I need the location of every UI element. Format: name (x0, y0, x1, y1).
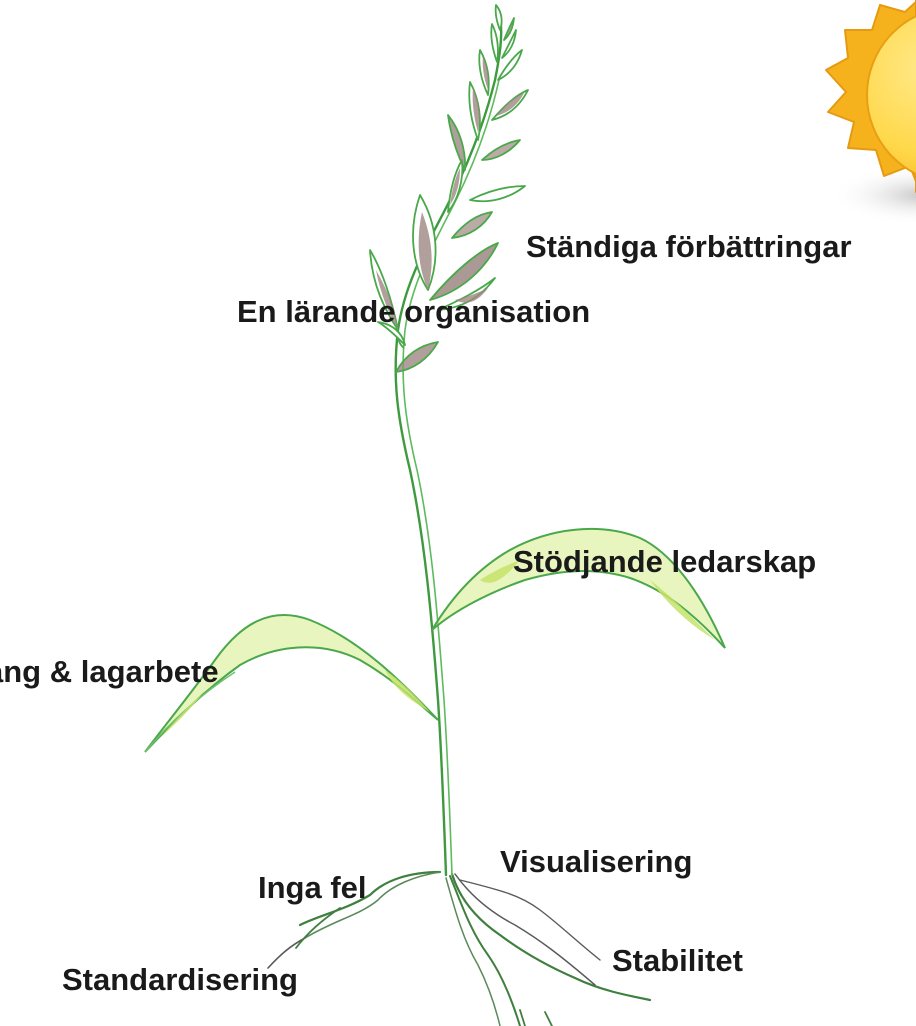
label-inga-fel: Inga fel (258, 872, 367, 903)
label-visualisering: Visualisering (500, 846, 692, 877)
label-standardisering: Standardisering (62, 964, 298, 995)
label-stabilitet: Stabilitet (612, 945, 743, 976)
sun-icon (826, 0, 916, 225)
label-stodjande-ledarskap: Stödjande ledarskap (513, 546, 816, 577)
label-teamwork: ang & lagarbete (0, 656, 219, 687)
label-en-larande-organisation: En lärande organisation (237, 296, 590, 327)
label-standiga-forbattringar: Ständiga förbättringar (526, 231, 852, 262)
stem-icon (396, 15, 502, 875)
